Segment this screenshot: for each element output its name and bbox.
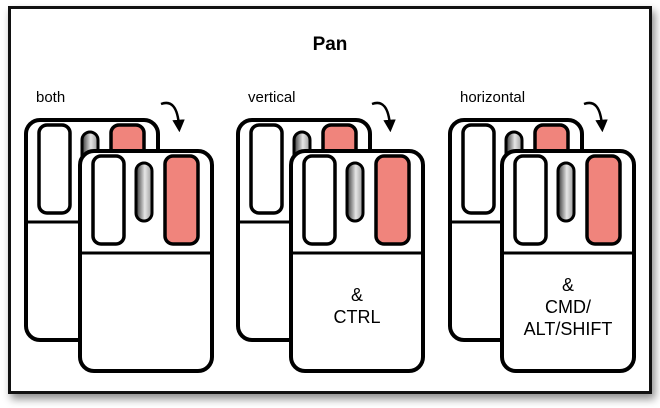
diagram-title: Pan	[312, 34, 348, 55]
panel-label-both: both	[36, 89, 66, 106]
panel-label-horizontal: horizontal	[460, 89, 526, 106]
panel-label-vertical: vertical	[248, 89, 296, 106]
modifier-text-vertical: & CTRL	[291, 284, 423, 328]
rotate-arrow-icon	[584, 103, 602, 126]
rotate-arrow-icon	[372, 103, 390, 126]
modifier-text-horizontal: & CMD/ ALT/SHIFT	[502, 274, 634, 340]
mouse-front	[78, 149, 214, 373]
modifier-line: CTRL	[333, 307, 381, 327]
panel-both	[24, 103, 214, 373]
panel-vertical	[236, 103, 425, 373]
modifier-line: &	[561, 275, 574, 295]
rotate-arrow-icon	[161, 103, 179, 126]
modifier-line: ALT/SHIFT	[523, 319, 613, 339]
modifier-line: &	[350, 285, 363, 305]
mouse-front	[289, 149, 425, 373]
modifier-line: CMD/	[545, 297, 591, 317]
